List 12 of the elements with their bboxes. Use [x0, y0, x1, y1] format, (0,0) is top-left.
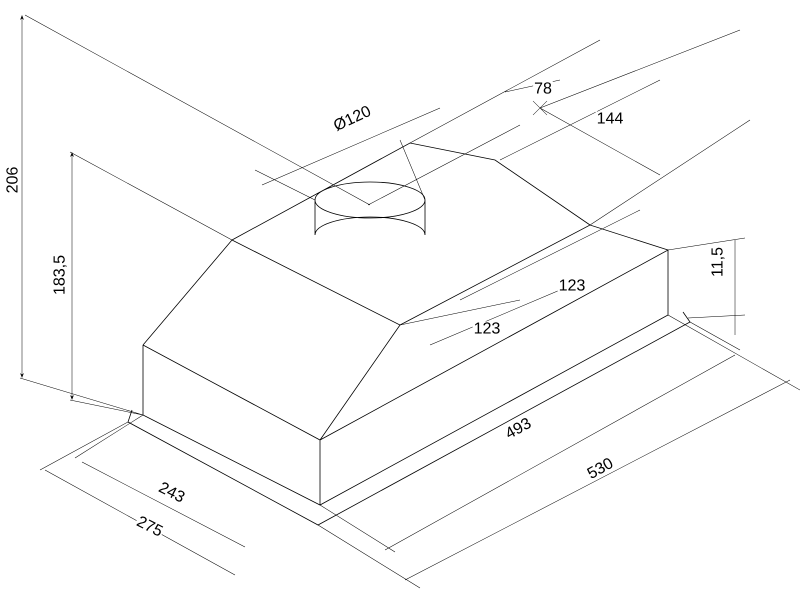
dimension-label: 530 — [584, 455, 616, 481]
dimension-label: 243 — [156, 480, 188, 504]
dimension-label: 144 — [596, 112, 624, 124]
dimension-label: Ø120 — [330, 103, 374, 133]
dimension-label: 183,5 — [52, 254, 68, 296]
dimension-label: 123 — [558, 278, 586, 292]
dimension-label: 123 — [472, 321, 502, 335]
dimension-label: 78 — [533, 81, 553, 95]
dimension-label: 275 — [134, 514, 166, 538]
dimension-label: 206 — [5, 166, 19, 194]
dimension-label: 493 — [502, 415, 534, 441]
dimension-label: 11,5 — [710, 246, 726, 278]
